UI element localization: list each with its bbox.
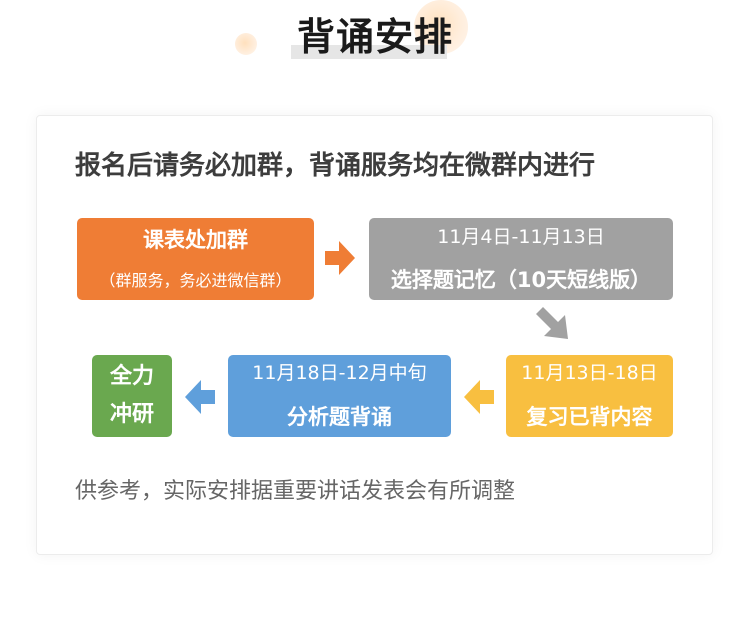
- step-review: 11月13日-18日 复习已背内容: [506, 355, 673, 437]
- title-section: 背诵安排: [0, 0, 750, 90]
- arrow-left-icon: [464, 380, 494, 414]
- card-headline: 报名后请务必加群，背诵服务均在微群内进行: [75, 151, 596, 181]
- step-date-range: 11月4日-11月13日: [437, 226, 605, 248]
- step-final-sprint: 全力 冲研: [92, 355, 172, 437]
- step-date-range: 11月18日-12月中旬: [252, 362, 427, 384]
- page-title: 背诵安排: [296, 14, 453, 59]
- step-join-group: 课表处加群 （群服务，务必进微信群）: [77, 218, 314, 300]
- step-subtitle: （群服务，务必进微信群）: [99, 271, 292, 290]
- step-multiple-choice-memory: 11月4日-11月13日 选择题记忆（10天短线版）: [369, 218, 673, 300]
- schedule-card: 报名后请务必加群，背诵服务均在微群内进行 课表处加群 （群服务，务必进微信群） …: [36, 115, 713, 555]
- step-title-line1: 全力: [109, 364, 154, 389]
- arrow-down-right-icon: [536, 307, 568, 339]
- arrow-left-icon: [185, 380, 215, 414]
- title-highlight-bar: [291, 45, 447, 59]
- arrow-right-icon: [325, 241, 355, 275]
- step-title: 选择题记忆（10天短线版）: [390, 268, 652, 292]
- step-title: 分析题背诵: [287, 405, 392, 429]
- step-title-line2: 冲研: [109, 402, 154, 427]
- decorative-circle-small: [235, 33, 257, 55]
- step-date-range: 11月13日-18日: [521, 362, 658, 384]
- step-title: 复习已背内容: [526, 405, 653, 429]
- step-analysis-recitation: 11月18日-12月中旬 分析题背诵: [228, 355, 451, 437]
- step-title: 课表处加群: [143, 228, 248, 252]
- card-footnote: 供参考，实际安排据重要讲话发表会有所调整: [75, 479, 516, 504]
